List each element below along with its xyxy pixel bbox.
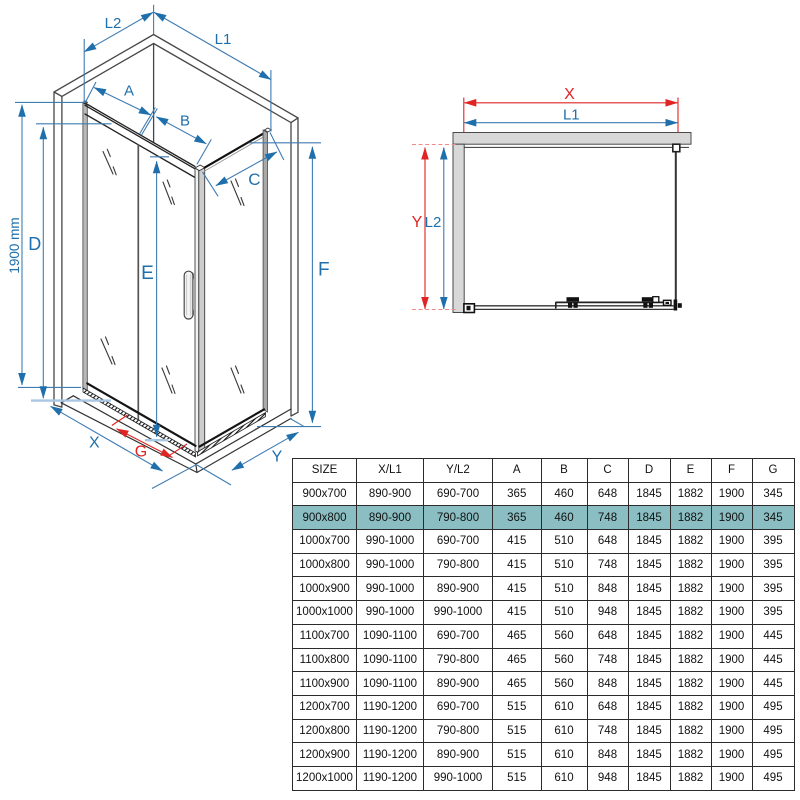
svg-text:L1: L1 <box>563 107 580 124</box>
svg-text:X: X <box>564 86 575 103</box>
svg-text:X: X <box>89 435 100 452</box>
svg-text:Y: Y <box>412 214 423 231</box>
svg-text:L2: L2 <box>425 214 442 231</box>
svg-text:G: G <box>135 443 147 460</box>
svg-text:Y: Y <box>272 449 283 466</box>
svg-text:A: A <box>124 83 134 100</box>
svg-text:F: F <box>318 259 330 280</box>
svg-text:B: B <box>180 113 190 130</box>
svg-text:L1: L1 <box>215 31 232 48</box>
svg-text:D: D <box>28 234 41 254</box>
svg-text:C: C <box>248 170 260 189</box>
svg-text:1900 mm: 1900 mm <box>7 217 22 273</box>
svg-text:E: E <box>141 263 154 284</box>
svg-text:L2: L2 <box>105 15 122 32</box>
